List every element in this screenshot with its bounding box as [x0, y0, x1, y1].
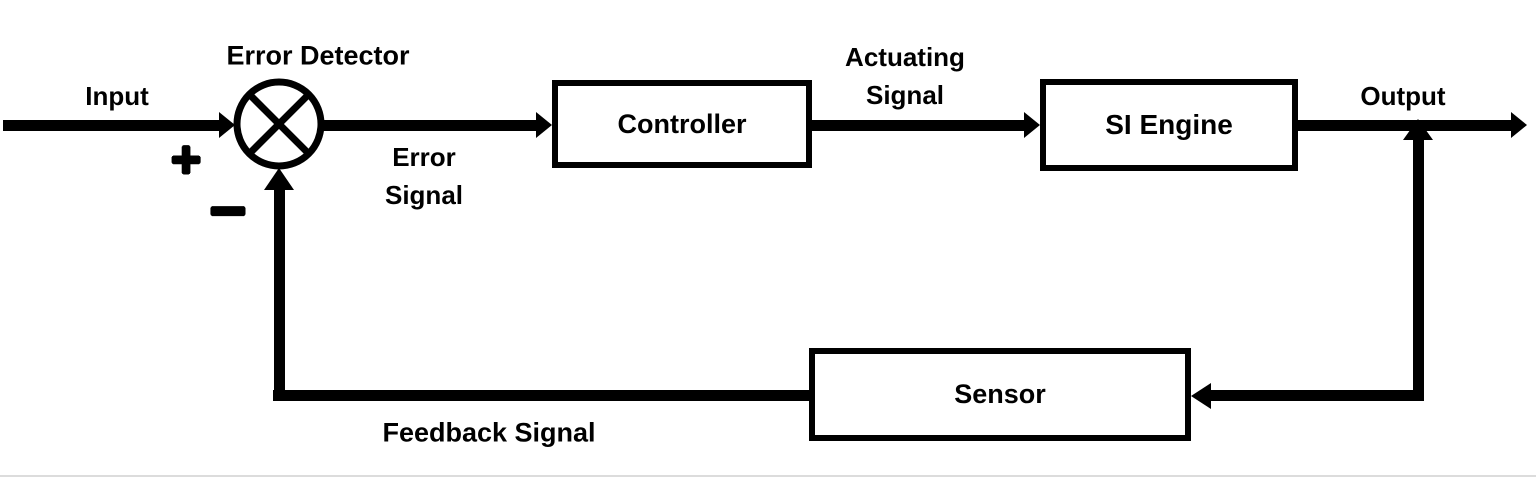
sensor-label: Sensor [954, 379, 1046, 409]
error-detector-label: Error Detector [226, 40, 410, 71]
sensor-arrowhead [1191, 383, 1211, 409]
sensor-block: Sensor [809, 348, 1191, 441]
actuating-signal-line [812, 120, 1025, 131]
output-label: Output [1360, 81, 1446, 112]
si-engine-label: SI Engine [1105, 109, 1233, 140]
output-branch-line [1413, 124, 1424, 401]
input-line [3, 120, 219, 131]
minus-sign: − [209, 174, 247, 247]
error-signal-line [324, 120, 537, 131]
output-arrowhead [1511, 112, 1527, 138]
feedback-up-line [274, 188, 285, 401]
input-arrowhead [219, 112, 235, 138]
controller-arrowhead [536, 112, 552, 138]
plus-sign: + [170, 131, 202, 190]
error-signal-label: Error Signal [384, 142, 463, 210]
si-engine-arrowhead [1024, 112, 1040, 138]
summing-junction-arrowhead [264, 168, 294, 190]
feedback-line-left [273, 390, 809, 401]
controller-label: Controller [617, 108, 747, 139]
actuating-signal-label: Actuating Signal [845, 42, 965, 110]
summing-junction [233, 78, 325, 170]
branch-up-arrowhead [1403, 119, 1433, 140]
feedback-line-right [1209, 390, 1424, 401]
controller-block: Controller [552, 80, 812, 168]
input-label: Input [85, 81, 149, 112]
si-engine-block: SI Engine [1040, 79, 1298, 171]
feedback-signal-label: Feedback Signal [382, 417, 596, 448]
summing-junction-symbol [233, 78, 325, 170]
